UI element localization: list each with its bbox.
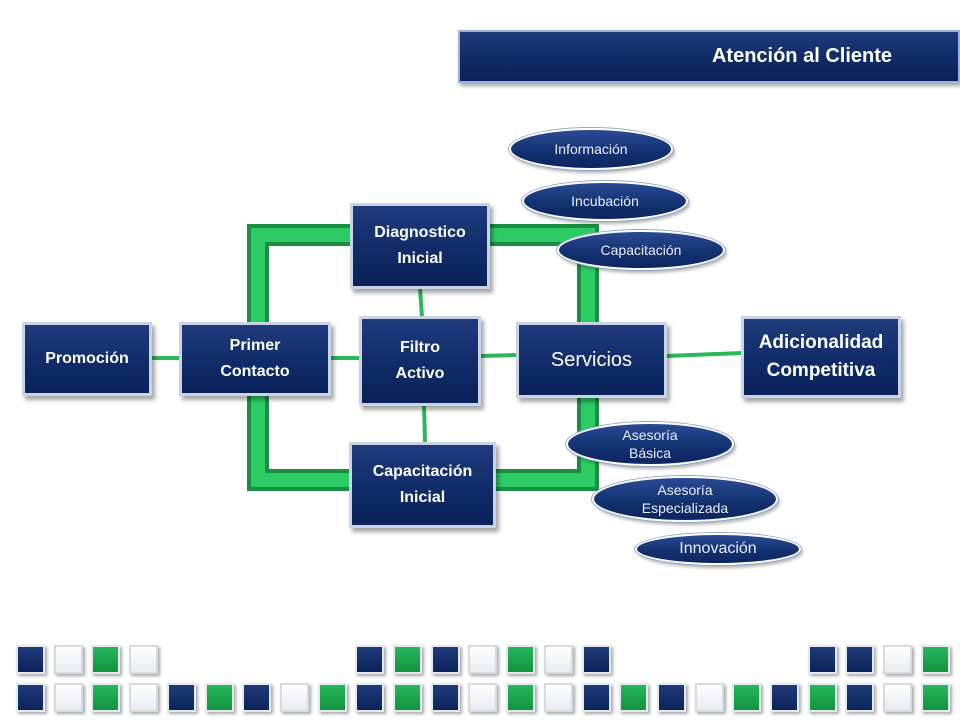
decor-square — [430, 683, 460, 712]
decor-square — [845, 645, 875, 674]
page-title: Atención al Cliente — [711, 45, 892, 67]
decor-square — [807, 645, 837, 674]
header-bar: Atención al Cliente — [458, 30, 960, 83]
informacion-label: Información — [554, 140, 628, 157]
decor-square — [53, 645, 83, 674]
decor-square — [468, 645, 498, 674]
decor-square — [317, 683, 347, 712]
diagnostico-box: Diagnostico Inicial — [350, 203, 490, 289]
filtro-box: Filtro Activo — [359, 316, 481, 406]
servicios-label: Servicios — [550, 349, 633, 371]
incubacion-oval: Incubación — [522, 181, 688, 221]
decor-square — [355, 645, 385, 674]
decorative-square-mosaic — [0, 640, 960, 720]
diagnostico-label: Diagnostico Inicial — [374, 224, 466, 267]
decor-square — [543, 683, 573, 712]
decor-square — [129, 683, 159, 712]
decor-square — [16, 645, 45, 674]
primer-contacto-label: Primer Contacto — [220, 337, 290, 380]
promocion-label: Promoción — [45, 350, 129, 368]
link-diagnostico-filtro — [418, 286, 424, 319]
promocion-box: Promoción — [22, 322, 152, 396]
decor-square — [279, 683, 309, 712]
informacion-oval: Información — [509, 128, 673, 170]
decor-square — [355, 683, 385, 712]
decor-square — [91, 683, 121, 712]
asesoria-basica-oval: Asesoría Básica — [566, 422, 734, 466]
innovacion-oval: Innovación — [635, 533, 801, 565]
servicios-box: Servicios — [516, 322, 667, 398]
asesoria-especializada-oval: Asesoría Especializada — [592, 476, 778, 522]
decor-square — [920, 645, 950, 674]
decor-square — [845, 683, 875, 712]
decor-square — [581, 683, 611, 712]
incubacion-label: Incubación — [571, 192, 639, 209]
decor-square — [53, 683, 83, 712]
link-filtro-servicios — [479, 353, 519, 358]
capacitacion-inicial-box: Capacitación Inicial — [349, 442, 496, 528]
decor-square — [807, 683, 837, 712]
decor-square — [166, 683, 196, 712]
decor-square — [468, 683, 498, 712]
innovacion-label: Innovación — [679, 539, 757, 557]
decor-square — [694, 683, 724, 712]
asesoria-basica-label: Asesoría Básica — [622, 426, 678, 461]
asesoria-especializada-label: Asesoría Especializada — [641, 481, 729, 516]
decor-square — [883, 683, 913, 712]
decor-square — [619, 683, 649, 712]
decor-square — [656, 683, 686, 712]
decor-square — [581, 645, 611, 674]
capacitacion-oval: Capacitación — [557, 230, 725, 270]
primer-contacto-box: Primer Contacto — [179, 322, 331, 396]
decor-square — [393, 645, 422, 674]
decor-square — [920, 683, 950, 712]
capacitacion-inicial-label: Capacitación Inicial — [372, 463, 473, 506]
link-servicios-adicionalidad — [665, 351, 743, 358]
filtro-label: Filtro Activo — [395, 339, 445, 382]
decor-square — [506, 645, 536, 674]
decor-square — [242, 683, 272, 712]
decor-square — [16, 683, 45, 712]
adicionalidad-label: Adicionalidad Competitiva — [758, 332, 884, 381]
decor-square — [506, 683, 536, 712]
link-filtro-capacitacion — [422, 403, 427, 443]
decor-square — [91, 645, 121, 674]
capacitacion-label: Capacitación — [600, 241, 682, 258]
decor-square — [129, 645, 159, 674]
decor-square — [204, 683, 234, 712]
decor-square — [732, 683, 762, 712]
adicionalidad-box: Adicionalidad Competitiva — [741, 316, 901, 398]
decor-square — [770, 683, 799, 712]
decor-square — [430, 645, 460, 674]
decor-square — [393, 683, 422, 712]
decor-square — [543, 645, 573, 674]
decor-square — [883, 645, 913, 674]
